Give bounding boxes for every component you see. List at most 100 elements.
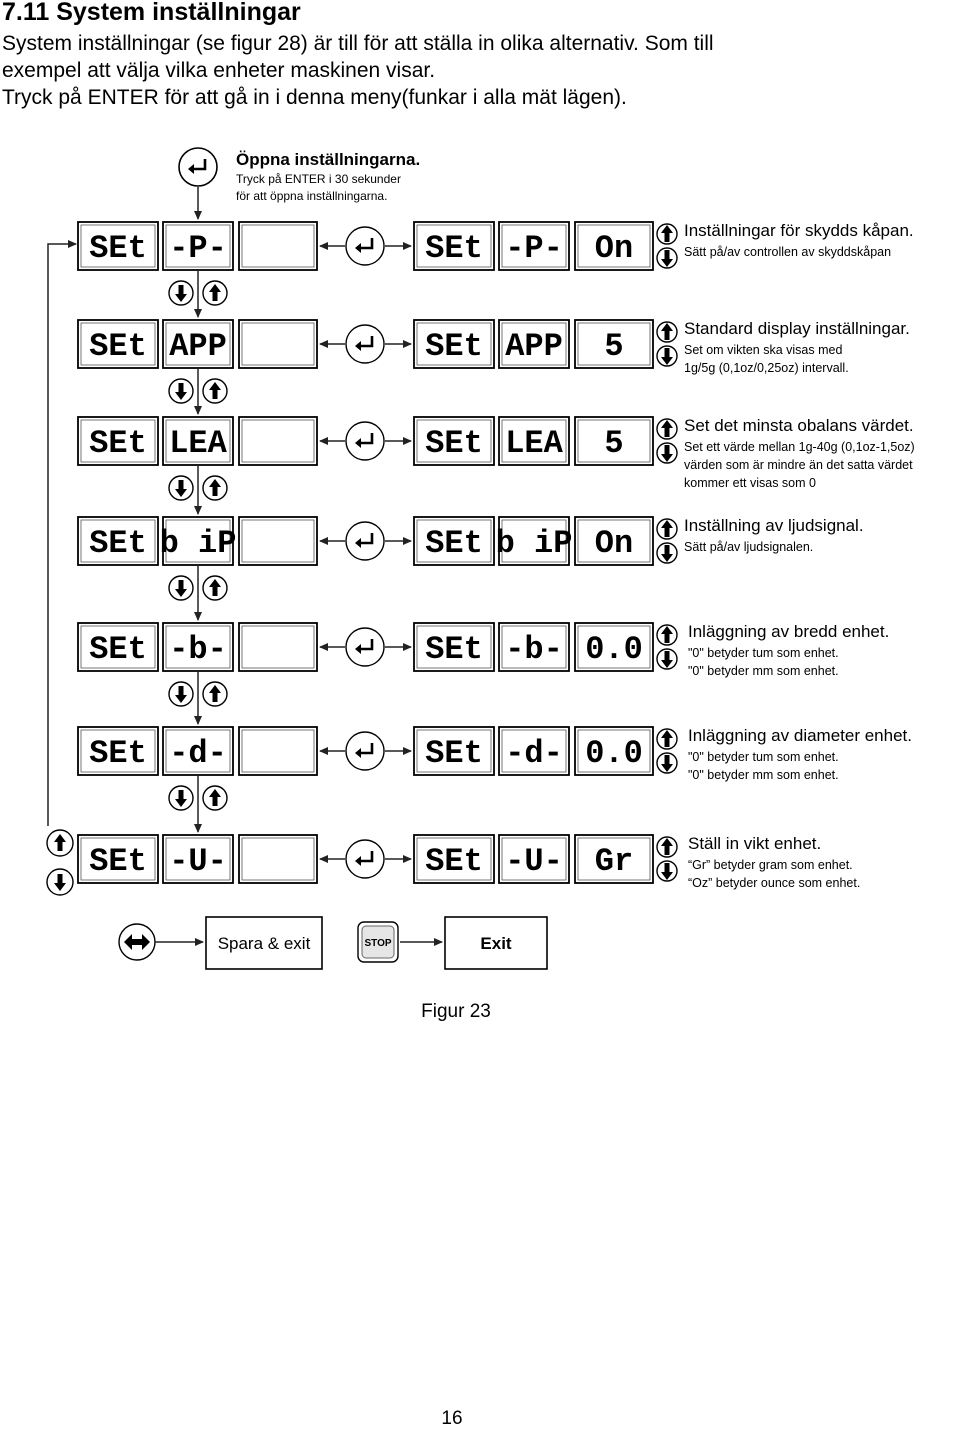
right-display-value-text: 5: [604, 425, 623, 462]
enter-key-icon: [345, 521, 385, 561]
setting-title: Ställ in vikt enhet.: [688, 834, 821, 853]
value-down-button-icon: [656, 648, 678, 670]
left-display-blank: [238, 622, 318, 672]
left-display-blank: [238, 726, 318, 776]
right-display-param-text: -b-: [505, 631, 563, 668]
return-loop: [46, 240, 77, 896]
value-up-button-icon: [656, 518, 678, 540]
left-display-param-text: b iP: [160, 525, 237, 562]
left-display-set-text: SEt: [89, 525, 147, 562]
right-display-set: SEt: [413, 516, 495, 566]
intro-line: exempel att välja vilka enheter maskinen…: [2, 59, 436, 82]
nav-up-button-icon: [202, 280, 228, 306]
left-display-set: SEt: [77, 416, 159, 466]
right-display-set: SEt: [413, 726, 495, 776]
right-display-param-text: -U-: [505, 843, 563, 880]
intro-paragraph: System inställningar (se figur 28) är ti…: [2, 30, 952, 111]
value-down-button-icon: [656, 542, 678, 564]
left-display-set: SEt: [77, 221, 159, 271]
right-display-set: SEt: [413, 221, 495, 271]
left-display-set-text: SEt: [89, 328, 147, 365]
right-display-param: APP: [498, 319, 570, 369]
stop-button-icon: STOP: [357, 921, 399, 963]
enter-key-icon: [345, 421, 385, 461]
setting-description: “Oz” betyder ounce som enhet.: [688, 876, 860, 890]
value-up-button-icon: [656, 418, 678, 440]
setting-description: "0" betyder tum som enhet.: [688, 646, 839, 660]
right-display-set-text: SEt: [425, 328, 483, 365]
nav-up-button-icon: [202, 681, 228, 707]
exit-label: Exit: [480, 934, 512, 953]
nav-down-button-icon: [168, 785, 194, 811]
figure-caption: Figur 23: [421, 1001, 491, 1022]
left-display-set: SEt: [77, 726, 159, 776]
setting-description: Set om vikten ska visas med: [684, 343, 842, 357]
setting-description: Sätt på/av ljudsignalen.: [684, 540, 813, 554]
left-display-param-text: -U-: [169, 843, 227, 880]
right-display-set: SEt: [413, 622, 495, 672]
open-enter-button-icon: [178, 147, 218, 187]
left-display-param: -d-: [162, 726, 234, 776]
value-down-button-icon: [656, 752, 678, 774]
right-display-set-text: SEt: [425, 735, 483, 772]
section-heading: 7.11 System inställningar: [2, 0, 301, 26]
nav-down-button-icon: [168, 378, 194, 404]
save-exit-box: [205, 916, 323, 970]
open-settings-line: Tryck på ENTER i 30 sekunder: [236, 172, 401, 186]
setting-description: Set ett värde mellan 1g-40g (0,1oz-1,5oz…: [684, 440, 915, 454]
bottom-actions: Spara & exit STOP Exit: [118, 916, 548, 970]
open-settings-title: Öppna inställningarna.: [236, 150, 420, 169]
left-display-blank: [238, 834, 318, 884]
right-display-param-text: LEA: [505, 425, 563, 462]
loop-down-button-icon: [46, 868, 74, 896]
nav-down-button-icon: [168, 575, 194, 601]
right-display-set-text: SEt: [425, 425, 483, 462]
enter-key-icon: [345, 627, 385, 667]
setting-description: "0" betyder mm som enhet.: [688, 664, 839, 678]
right-display-value: 0.0: [574, 726, 654, 776]
left-display-set: SEt: [77, 319, 159, 369]
left-display-param-text: APP: [169, 328, 227, 365]
left-display-set: SEt: [77, 516, 159, 566]
left-right-double-arrow-icon: [118, 923, 156, 961]
setting-title: Set det minsta obalans värdet.: [684, 416, 914, 435]
left-display-param-text: -d-: [169, 735, 227, 772]
right-display-set-text: SEt: [425, 843, 483, 880]
right-display-set: SEt: [413, 319, 495, 369]
right-display-set: SEt: [413, 416, 495, 466]
open-settings-line: för att öppna inställningarna.: [236, 189, 387, 203]
right-display-value: 0.0: [574, 622, 654, 672]
right-display-param: -P-: [498, 221, 570, 271]
nav-up-button-icon: [202, 475, 228, 501]
intro-line: Tryck på ENTER för att gå in i denna men…: [2, 86, 627, 109]
left-display-param: APP: [162, 319, 234, 369]
exit-box: [444, 916, 548, 970]
value-up-button-icon: [656, 223, 678, 245]
left-display-blank: [238, 221, 318, 271]
stop-button-label: STOP: [364, 938, 391, 949]
value-up-button-icon: [656, 321, 678, 343]
settings-flow-diagram: Öppna inställningarna. Tryck på ENTER i …: [46, 147, 915, 1022]
open-settings-step: Öppna inställningarna. Tryck på ENTER i …: [178, 147, 420, 220]
setting-description: "0" betyder mm som enhet.: [688, 768, 839, 782]
nav-up-button-icon: [202, 785, 228, 811]
right-display-value: On: [574, 516, 654, 566]
setting-description: Sätt på/av controllen av skyddskåpan: [684, 245, 891, 259]
setting-description: "0" betyder tum som enhet.: [688, 750, 839, 764]
left-display-set-text: SEt: [89, 735, 147, 772]
value-down-button-icon: [656, 442, 678, 464]
right-display-param: -d-: [498, 726, 570, 776]
left-display-set: SEt: [77, 622, 159, 672]
right-display-param: -U-: [498, 834, 570, 884]
left-display-param: -U-: [162, 834, 234, 884]
nav-down-button-icon: [168, 681, 194, 707]
right-display-set-text: SEt: [425, 525, 483, 562]
right-display-param-text: -d-: [505, 735, 563, 772]
right-display-set-text: SEt: [425, 631, 483, 668]
setting-description: kommer ett visas som 0: [684, 476, 816, 490]
